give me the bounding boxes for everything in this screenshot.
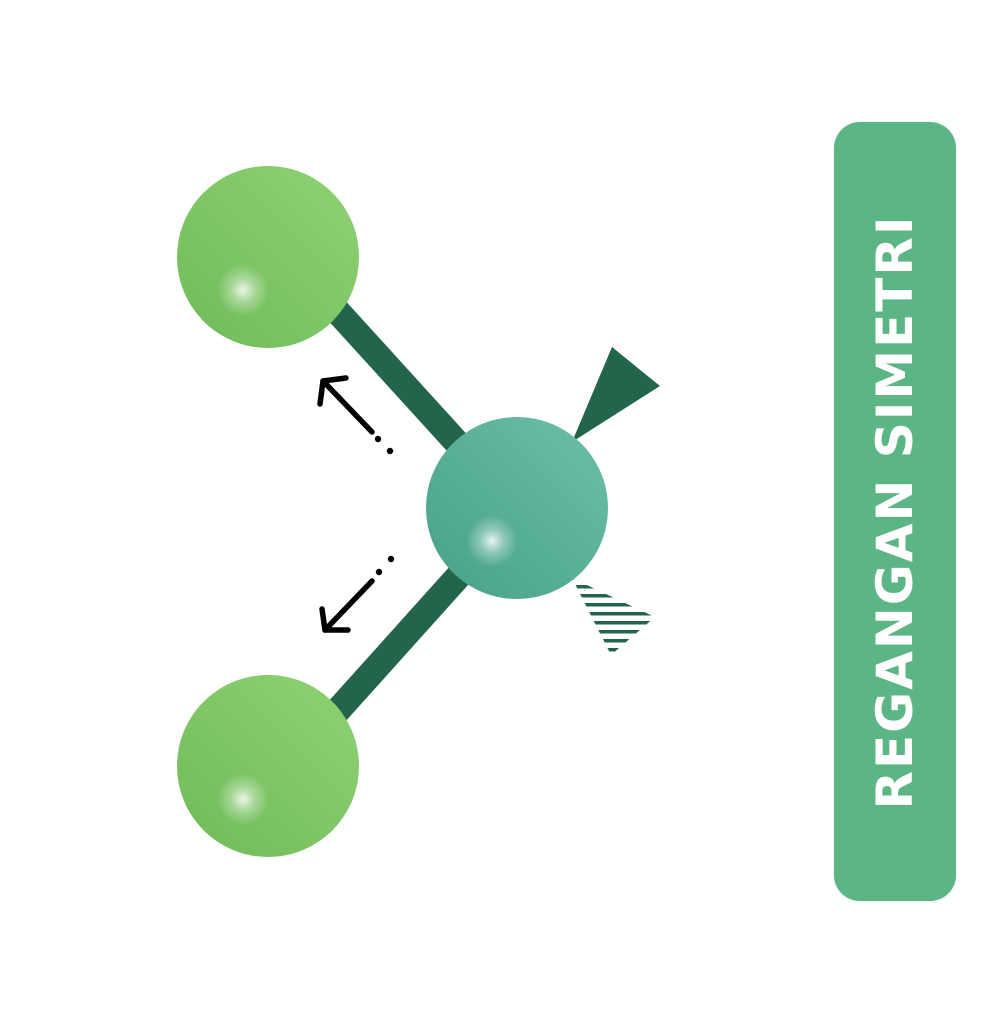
outer-atom-bottom <box>177 675 359 857</box>
title-text: REGANGAN SIMETRI <box>866 214 924 809</box>
hashed-wedge-bond <box>572 578 655 655</box>
outer-atom-top <box>177 166 359 348</box>
highlight-icon <box>466 515 518 567</box>
title-label: REGANGAN SIMETRI <box>834 122 956 901</box>
highlight-icon <box>217 264 269 316</box>
wedge-bond <box>572 347 660 442</box>
highlight-icon <box>217 773 269 825</box>
central-atom <box>426 417 608 599</box>
arrow-down-left-icon <box>319 555 395 633</box>
arrow-up-left-icon <box>317 375 394 455</box>
